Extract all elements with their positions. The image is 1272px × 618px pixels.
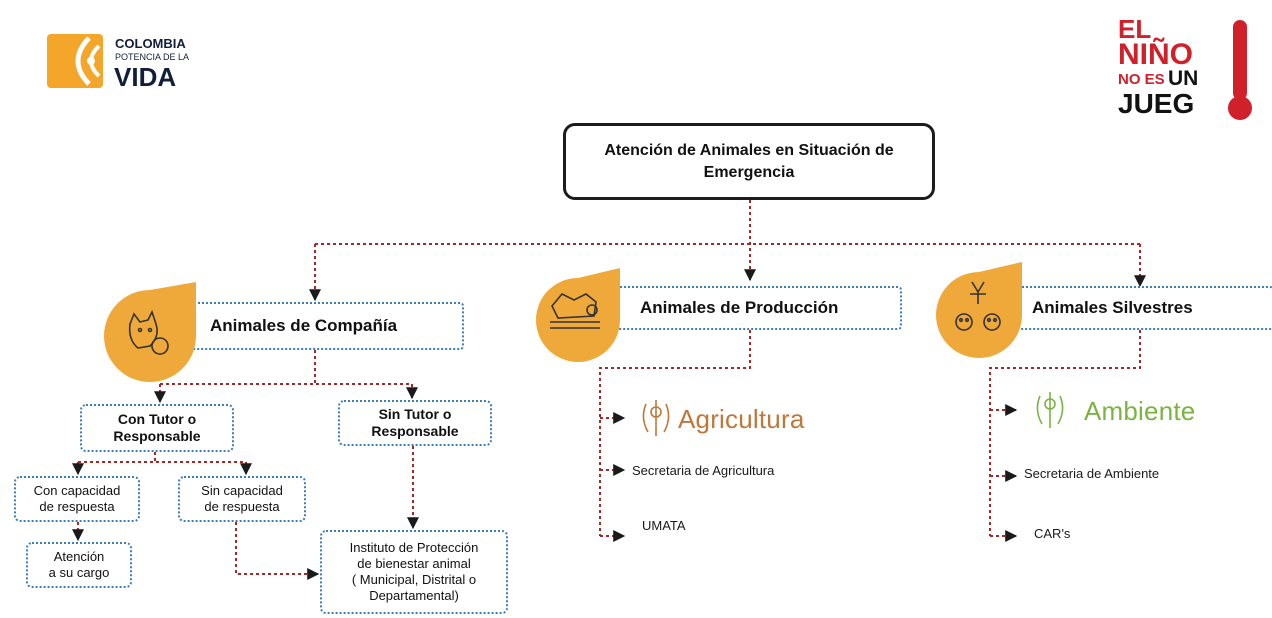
care-line2: a su cargo [48, 565, 110, 580]
colombia-logo-line2: POTENCIA DE LA [115, 52, 190, 62]
colombia-logo-mark-icon [47, 34, 103, 88]
institute-line2: de bienestar animal [357, 556, 471, 571]
with-tutor-line2: Responsable [113, 428, 201, 444]
el-nino-line2: NIÑO [1118, 38, 1193, 71]
without-capacity-line2: de respuesta [204, 499, 280, 514]
category-companion: Animales de Compañía [150, 302, 464, 350]
root-node-line2: Emergencia [703, 163, 795, 181]
colombia-logo: COLOMBIA POTENCIA DE LA VIDA [45, 32, 215, 92]
companion-animals-icon [104, 282, 196, 382]
without-tutor-line2: Responsable [371, 423, 459, 439]
thermometer-icon [1228, 20, 1252, 120]
wild-animals-icon [936, 262, 1022, 358]
environment-brand: Ambiente [1084, 396, 1196, 426]
institute-line1: Instituto de Protección [349, 540, 479, 555]
el-nino-logo: EL NIÑO NO ES UN JUEG [1118, 16, 1258, 126]
category-companion-label: Animales de Compañía [210, 316, 398, 335]
production-animals-icon [536, 268, 620, 362]
el-nino-line4: JUEG [1118, 88, 1195, 119]
el-nino-line1: EL [1118, 14, 1152, 44]
environment-emblem-icon [1036, 392, 1064, 428]
wild-leaf-1: Secretaria de Ambiente [1024, 466, 1160, 481]
without-tutor-line1: Sin Tutor o [378, 406, 452, 422]
colombia-logo-line3: VIDA [114, 62, 177, 92]
agriculture-brand: Agricultura [678, 404, 805, 434]
category-wild-label: Animales Silvestres [1032, 298, 1193, 317]
production-leaf-2: UMATA [642, 518, 686, 533]
production-leaf-1: Secretaria de Agricultura [632, 463, 775, 478]
with-capacity-line1: Con capacidad [33, 483, 121, 498]
el-nino-line3b: UN [1168, 67, 1199, 90]
category-production: Animales de Producción [592, 286, 902, 330]
el-nino-line3a: NO ES [1118, 71, 1165, 88]
agriculture-emblem-icon [642, 400, 670, 436]
without-capacity-line1: Sin capacidad [201, 483, 283, 498]
care-line1: Atención [53, 549, 105, 564]
with-capacity-line2: de respuesta [39, 499, 115, 514]
root-node: Atención de Animales en Situación de Eme… [563, 123, 935, 200]
root-node-line1: Atención de Animales en Situación de [604, 141, 894, 159]
with-tutor-line1: Con Tutor o [117, 411, 197, 427]
category-wild: Animales Silvestres [990, 286, 1272, 330]
category-production-label: Animales de Producción [640, 298, 839, 317]
institute-line3: ( Municipal, Distrital o [351, 572, 477, 587]
colombia-logo-line1: COLOMBIA [115, 36, 186, 51]
institute-line4: Departamental) [369, 588, 459, 603]
wild-leaf-2: CAR's [1034, 526, 1071, 541]
